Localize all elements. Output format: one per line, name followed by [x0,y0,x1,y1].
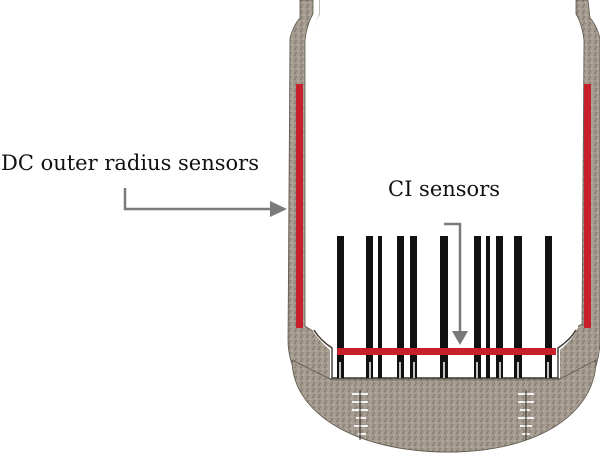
ci-sensors-label: CI sensors [388,177,501,201]
ci-sensor-bar [337,348,556,355]
rod [474,236,481,378]
arrow-down-icon [444,222,468,345]
rod [366,236,373,378]
rod-base-ticks [339,362,549,378]
dc-outer-radius-sensors-label: DC outer radius sensors [1,151,259,175]
rod [440,236,448,378]
rod [545,236,552,378]
rod-bundle [337,236,552,378]
vessel-cavity [311,0,578,378]
lower-head [291,359,597,453]
rod [378,236,382,378]
dc-sensor-strip-left [296,84,303,328]
arrow-right-icon [123,188,287,217]
lower-head-support-dark [359,390,527,440]
rod [486,236,490,378]
dc-sensor-strip-right [584,84,591,328]
rod [397,236,404,378]
rod [410,236,417,378]
rod [514,236,522,378]
rod [337,236,344,378]
rod [496,236,503,378]
